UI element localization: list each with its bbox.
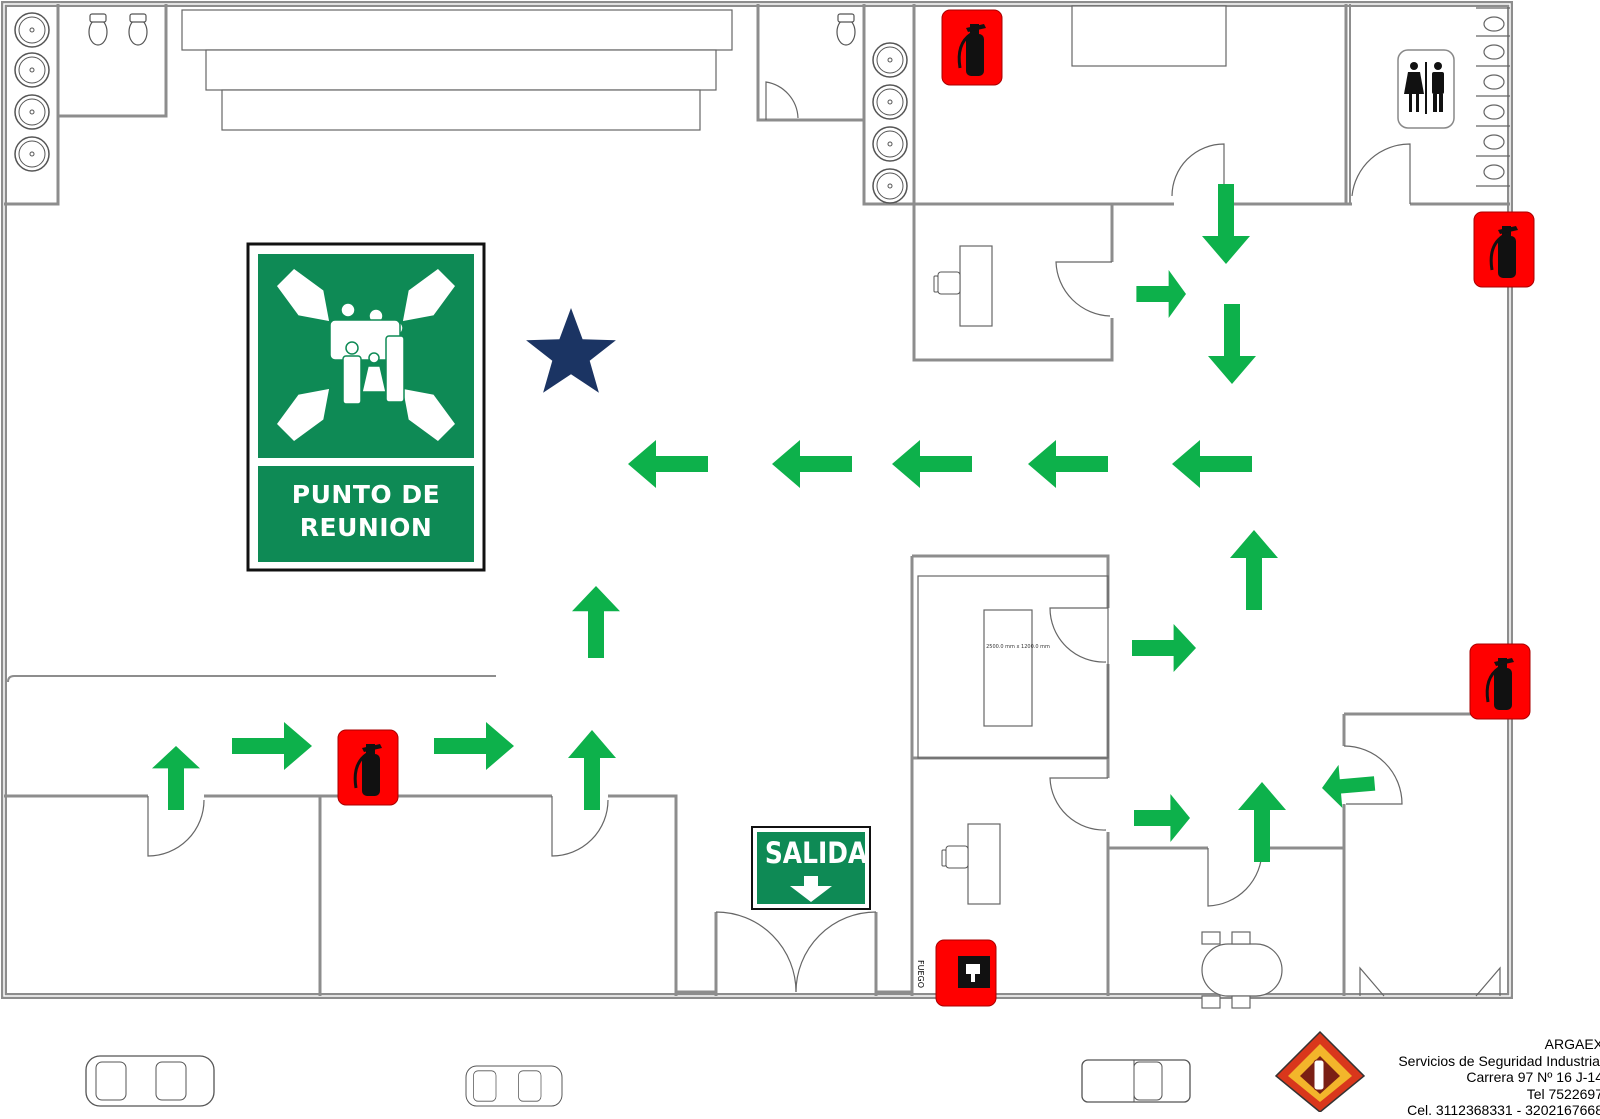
evacuation-arrow-icon bbox=[1172, 440, 1252, 488]
assembly-point-sign bbox=[246, 242, 486, 572]
fire-extinguisher-icon bbox=[1468, 642, 1532, 721]
fire-extinguisher-icon bbox=[1472, 210, 1536, 289]
exit-label: SALIDA bbox=[764, 836, 868, 870]
sinks-left bbox=[14, 12, 50, 172]
evacuation-arrow-icon bbox=[1320, 761, 1377, 810]
restroom-icon bbox=[1397, 49, 1455, 129]
evacuation-arrow-icon bbox=[1132, 624, 1196, 672]
assembly-line-1: PUNTO DE bbox=[291, 480, 441, 509]
evacuation-arrow-icon bbox=[892, 440, 972, 488]
assembly-point-label: PUNTO DE REUNION bbox=[258, 478, 474, 544]
company-tagline: Servicios de Seguridad Industrial bbox=[1398, 1052, 1600, 1069]
evacuation-arrow-icon bbox=[1238, 782, 1286, 862]
fire-alarm-label: FUEGO bbox=[916, 960, 925, 989]
fire-extinguisher-icon bbox=[336, 728, 400, 807]
company-logo-icon bbox=[1274, 1030, 1366, 1112]
assembly-point-icon bbox=[275, 267, 457, 443]
sinks-middle bbox=[872, 42, 908, 204]
evacuation-arrow-icon bbox=[1028, 440, 1108, 488]
company-phone: Tel 7522697 bbox=[1526, 1085, 1600, 1102]
meeting-point-star-icon bbox=[526, 308, 616, 393]
exit-sign bbox=[751, 826, 871, 910]
parked-cars bbox=[85, 1055, 1191, 1107]
toilet-stalls bbox=[1476, 7, 1510, 187]
evacuation-arrow-icon bbox=[568, 730, 616, 810]
evacuation-arrow-icon bbox=[628, 440, 708, 488]
evacuation-arrow-icon bbox=[1208, 304, 1256, 384]
evacuation-arrow-icon bbox=[232, 722, 312, 770]
fire-extinguisher-icon bbox=[940, 8, 1004, 87]
evacuation-arrow-icon bbox=[1202, 184, 1250, 264]
fire-alarm-icon bbox=[935, 939, 997, 1007]
evacuation-arrow-icon bbox=[772, 440, 852, 488]
evacuation-arrow-icon bbox=[1136, 270, 1186, 318]
company-mobile: Cel. 3112368331 - 3202167668 bbox=[1407, 1102, 1600, 1118]
evacuation-arrow-icon bbox=[1134, 794, 1190, 842]
exit-arrow-icon bbox=[790, 876, 832, 902]
company-address: Carrera 97 Nº 16 J-14 bbox=[1466, 1069, 1600, 1085]
door-swings bbox=[147, 81, 1411, 993]
evacuation-arrow-icon bbox=[572, 586, 620, 658]
company-info: ARGAEX Servicios de Seguridad Industrial… bbox=[1300, 1036, 1600, 1119]
evacuation-arrow-icon bbox=[152, 746, 200, 810]
furniture bbox=[181, 5, 1501, 1009]
assembly-line-2: REUNION bbox=[299, 513, 433, 542]
company-name: ARGAEX bbox=[1544, 1036, 1600, 1052]
evacuation-arrow-icon bbox=[1230, 530, 1278, 610]
table-dimension-label: 2500.0 mm x 1200.0 mm bbox=[986, 644, 1050, 650]
evacuation-arrow-icon bbox=[434, 722, 514, 770]
